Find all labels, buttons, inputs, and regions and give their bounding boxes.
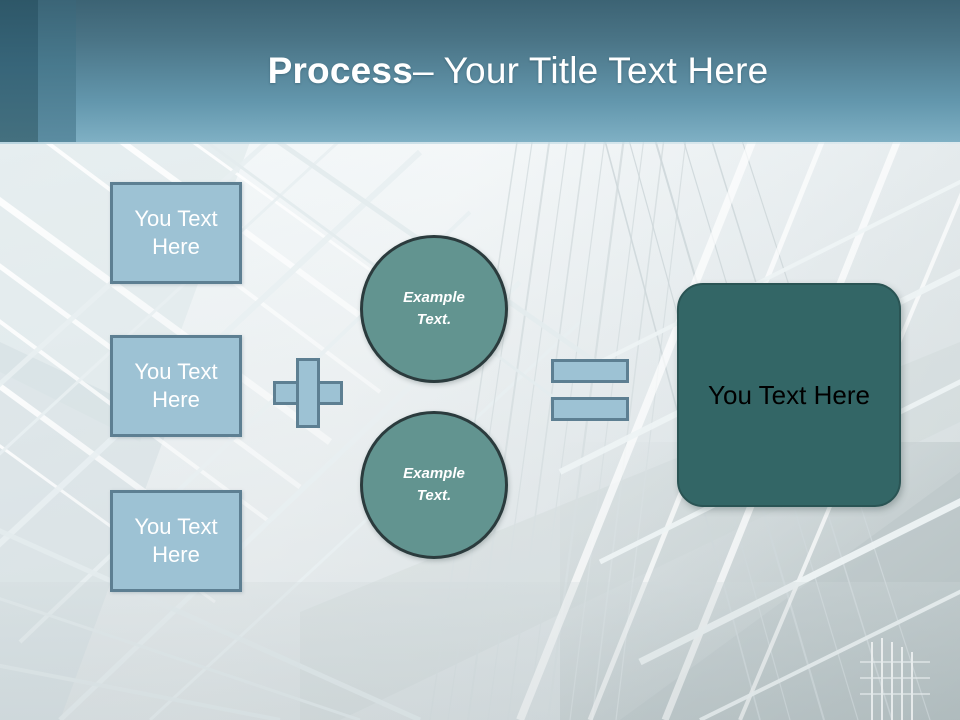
result-box-label: You Text Here [708,379,870,410]
input-box-1-line2: Here [152,234,200,259]
example-circle-2-line1: Example [403,465,465,483]
example-circle-2[interactable]: Example Text. [360,411,508,559]
input-box-3-line1: You Text [134,513,218,539]
equals-icon-bottom-bar [551,397,629,421]
header-accent-band-dark [0,0,38,142]
page-title: Process – Your Title Text Here [76,0,960,142]
header-underline [0,142,960,144]
input-box-1[interactable]: You Text Here [110,182,242,284]
slide-header: Process – Your Title Text Here [0,0,960,142]
input-box-2[interactable]: You Text Here [110,335,242,437]
input-box-2-line1: You Text [134,358,218,384]
plus-icon-center-fill [299,384,317,402]
input-box-3-line2: Here [152,542,200,567]
page-title-rest: – Your Title Text Here [412,50,769,91]
page-title-strong: Process [267,50,413,91]
equals-icon-top-bar [551,359,629,383]
example-circle-1-line2: Text. [416,311,452,328]
result-box[interactable]: You Text Here [677,283,901,507]
equals-icon [551,359,629,421]
header-accent-band-mid [38,0,76,142]
plus-icon [273,358,343,428]
example-circle-2-line2: Text. [416,487,452,504]
input-box-2-line2: Here [152,387,200,412]
example-circle-1-line1: Example [403,289,465,307]
input-box-1-line1: You Text [134,205,218,231]
input-box-3[interactable]: You Text Here [110,490,242,592]
example-circle-1[interactable]: Example Text. [360,235,508,383]
